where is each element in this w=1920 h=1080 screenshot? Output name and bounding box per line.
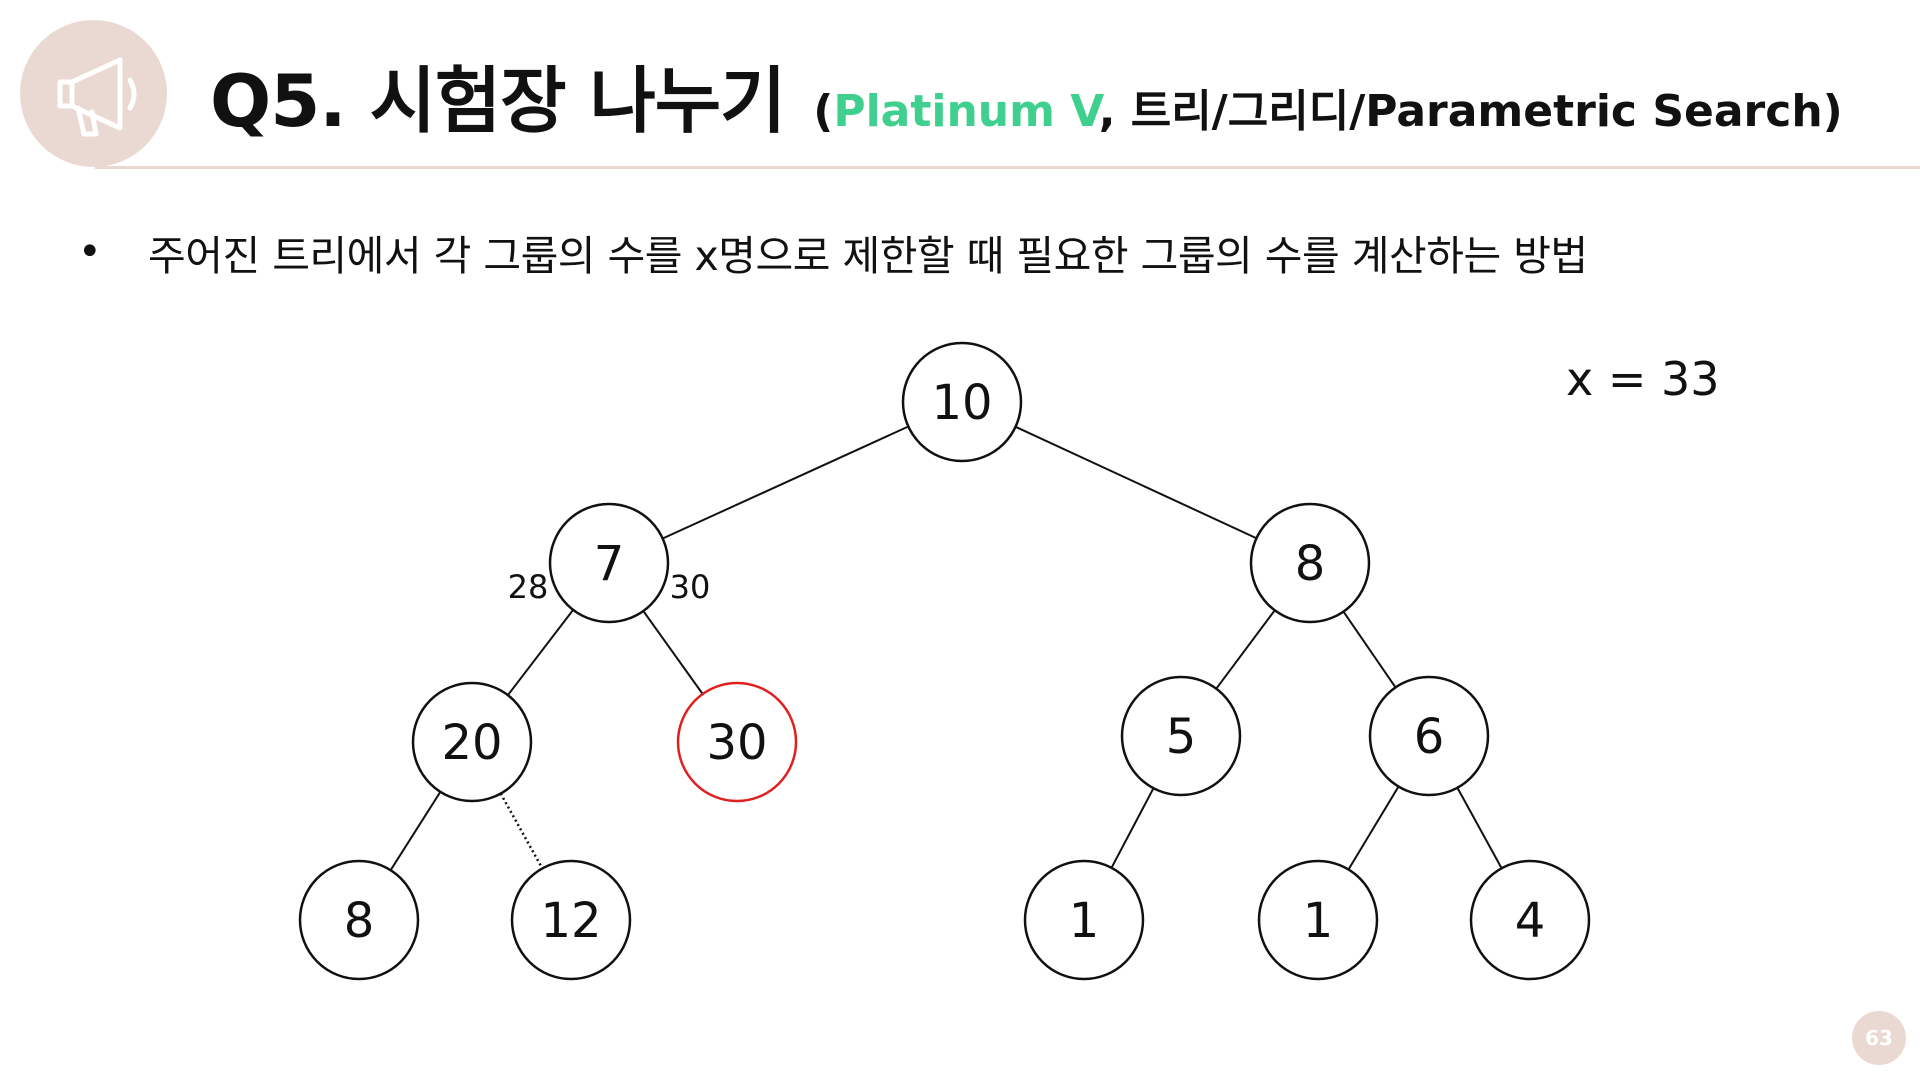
header-divider xyxy=(95,166,1920,169)
tree-node-root: 10 xyxy=(901,341,1023,463)
node-circle xyxy=(676,681,798,803)
node-circle xyxy=(411,681,533,803)
edge-n20-n8b xyxy=(389,791,442,871)
node-circle xyxy=(1120,675,1242,797)
node-circle xyxy=(1257,859,1379,981)
edge-n6-n4 xyxy=(1456,787,1503,869)
subtitle-tags: , 트리/그리디/Parametric Search) xyxy=(1098,86,1843,137)
node-circle xyxy=(1023,859,1145,981)
node-circle xyxy=(510,859,632,981)
node-circle xyxy=(548,502,670,624)
edge-n8-n5 xyxy=(1215,609,1276,690)
tree-edge-labels: 28 30 xyxy=(508,568,711,606)
edge-n20-n12 xyxy=(499,792,544,870)
tree-node-n12: 12 xyxy=(510,859,632,981)
page-number: 63 xyxy=(1852,1011,1906,1065)
x-value-note: x = 33 xyxy=(1566,352,1720,406)
node-label: 5 xyxy=(1166,709,1197,765)
title-text: Q5. 시험장 나누기 xyxy=(210,59,786,143)
node-circle xyxy=(1249,502,1371,624)
node-label: 10 xyxy=(931,375,992,431)
megaphone-icon xyxy=(57,57,137,137)
node-label: 30 xyxy=(706,715,767,771)
subtitle-open: ( xyxy=(813,86,834,137)
edge-root-n7 xyxy=(662,425,909,540)
edge-n7-n20 xyxy=(507,609,574,696)
node-circle xyxy=(1368,675,1490,797)
node-label: 1 xyxy=(1303,893,1334,949)
edge-n7-n30 xyxy=(642,610,704,695)
node-label: 1 xyxy=(1069,893,1100,949)
node-circle xyxy=(1469,859,1591,981)
node-circle xyxy=(298,859,420,981)
node-circle xyxy=(901,341,1023,463)
tree-nodes: 10 7 8 20 30 5 6 8 12 1 1 4 xyxy=(298,341,1591,981)
header-badge xyxy=(20,20,167,167)
tree-node-n30: 30 xyxy=(676,681,798,803)
edge-n6-n1b xyxy=(1347,786,1400,870)
edge-weight-label: 28 xyxy=(508,568,549,606)
bullet-icon: • xyxy=(78,229,102,275)
tree-node-n6: 6 xyxy=(1368,675,1490,797)
node-label: 20 xyxy=(441,715,502,771)
title-subtitle: (Platinum V, 트리/그리디/Parametric Search) xyxy=(813,75,1843,139)
edge-n8-n6 xyxy=(1342,611,1397,688)
node-label: 12 xyxy=(540,893,601,949)
edge-root-n8 xyxy=(1015,425,1257,540)
tree-node-n8: 8 xyxy=(1249,502,1371,624)
tree-node-n1a: 1 xyxy=(1023,859,1145,981)
edge-weight-label: 30 xyxy=(670,568,711,606)
node-label: 8 xyxy=(1295,536,1326,592)
tree-node-n1b: 1 xyxy=(1257,859,1379,981)
node-label: 4 xyxy=(1515,893,1546,949)
bullet-item: • 주어진 트리에서 각 그룹의 수를 x명으로 제한할 때 필요한 그룹의 수… xyxy=(78,222,1588,282)
tree-node-n5: 5 xyxy=(1120,675,1242,797)
page-title: Q5. 시험장 나누기 (Platinum V, 트리/그리디/Parametr… xyxy=(210,42,1843,152)
tier-label: Platinum V xyxy=(833,86,1099,137)
tree-edges xyxy=(389,425,1503,871)
tree-node-n20: 20 xyxy=(411,681,533,803)
node-label: 6 xyxy=(1414,709,1445,765)
tree-node-n4: 4 xyxy=(1469,859,1591,981)
bullet-text: 주어진 트리에서 각 그룹의 수를 x명으로 제한할 때 필요한 그룹의 수를 … xyxy=(148,232,1588,280)
node-label: 8 xyxy=(344,893,375,949)
node-label: 7 xyxy=(594,536,625,592)
tree-node-n8b: 8 xyxy=(298,859,420,981)
tree-node-n7: 7 xyxy=(548,502,670,624)
edge-n5-n1a xyxy=(1110,787,1155,869)
